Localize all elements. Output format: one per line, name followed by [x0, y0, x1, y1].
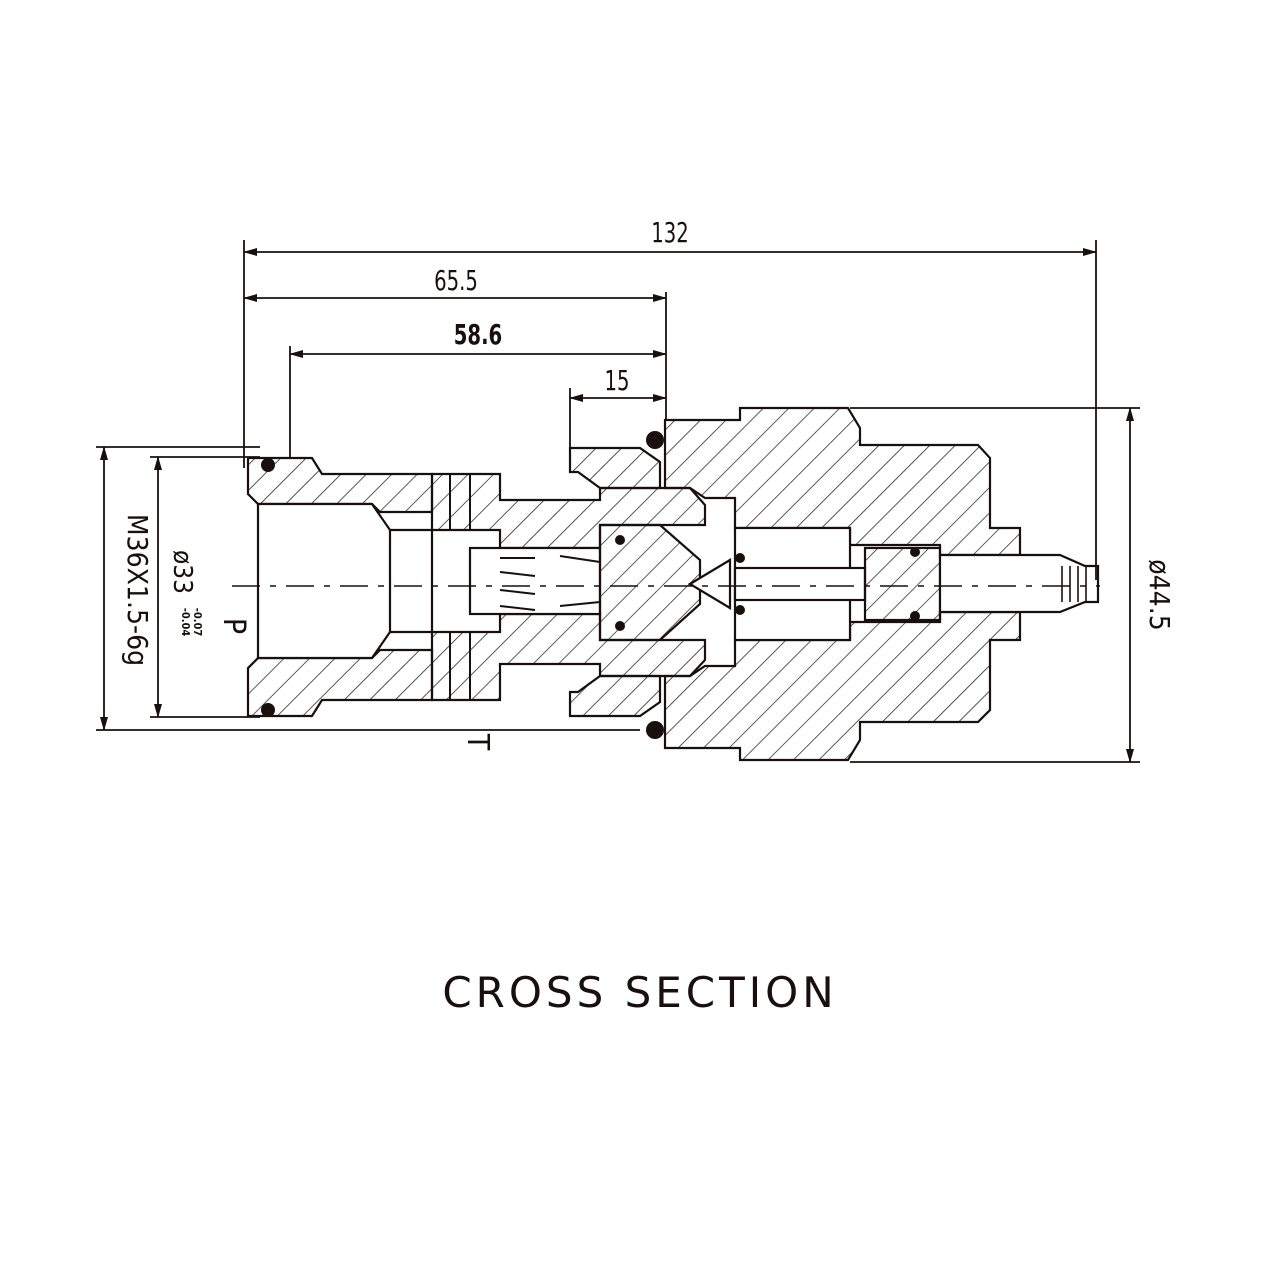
spring-coils [499, 555, 601, 611]
drawing-title: CROSS SECTION [442, 968, 838, 1017]
thread-upper [568, 446, 662, 490]
valve-body [232, 406, 1100, 762]
screw-threads [1061, 566, 1087, 602]
label-port-p: P [216, 618, 251, 634]
label-port-t: T [460, 733, 495, 751]
label-pilot-tol-upper: -0.04 [179, 608, 192, 637]
label-diameter-44-5: ø44.5 [1143, 559, 1176, 630]
label-pilot-diameter: ø33 [167, 550, 197, 594]
label-thread: M36X1.5-6g [121, 514, 154, 666]
label-58-6: 58.6 [454, 318, 502, 350]
pilot-stem [733, 566, 867, 602]
sleeve-upper [430, 472, 707, 550]
adjust-insert [863, 546, 942, 622]
label-15: 15 [605, 364, 630, 396]
label-pilot-tol-lower: -0.07 [191, 608, 204, 637]
poppet-cone [598, 523, 702, 642]
port-grooves [449, 474, 471, 700]
label-65-5: 65.5 [434, 264, 478, 296]
left-housing-upper [246, 456, 434, 514]
label-132: 132 [651, 216, 688, 248]
thread-lower [568, 674, 662, 718]
dimension-lines [96, 240, 1140, 763]
left-housing-lower [246, 648, 434, 718]
main-body-lower [663, 610, 1022, 762]
inner-bore [256, 502, 434, 660]
o-rings [261, 431, 920, 739]
adjust-screw [938, 553, 1100, 614]
poppet-tip [687, 558, 732, 610]
